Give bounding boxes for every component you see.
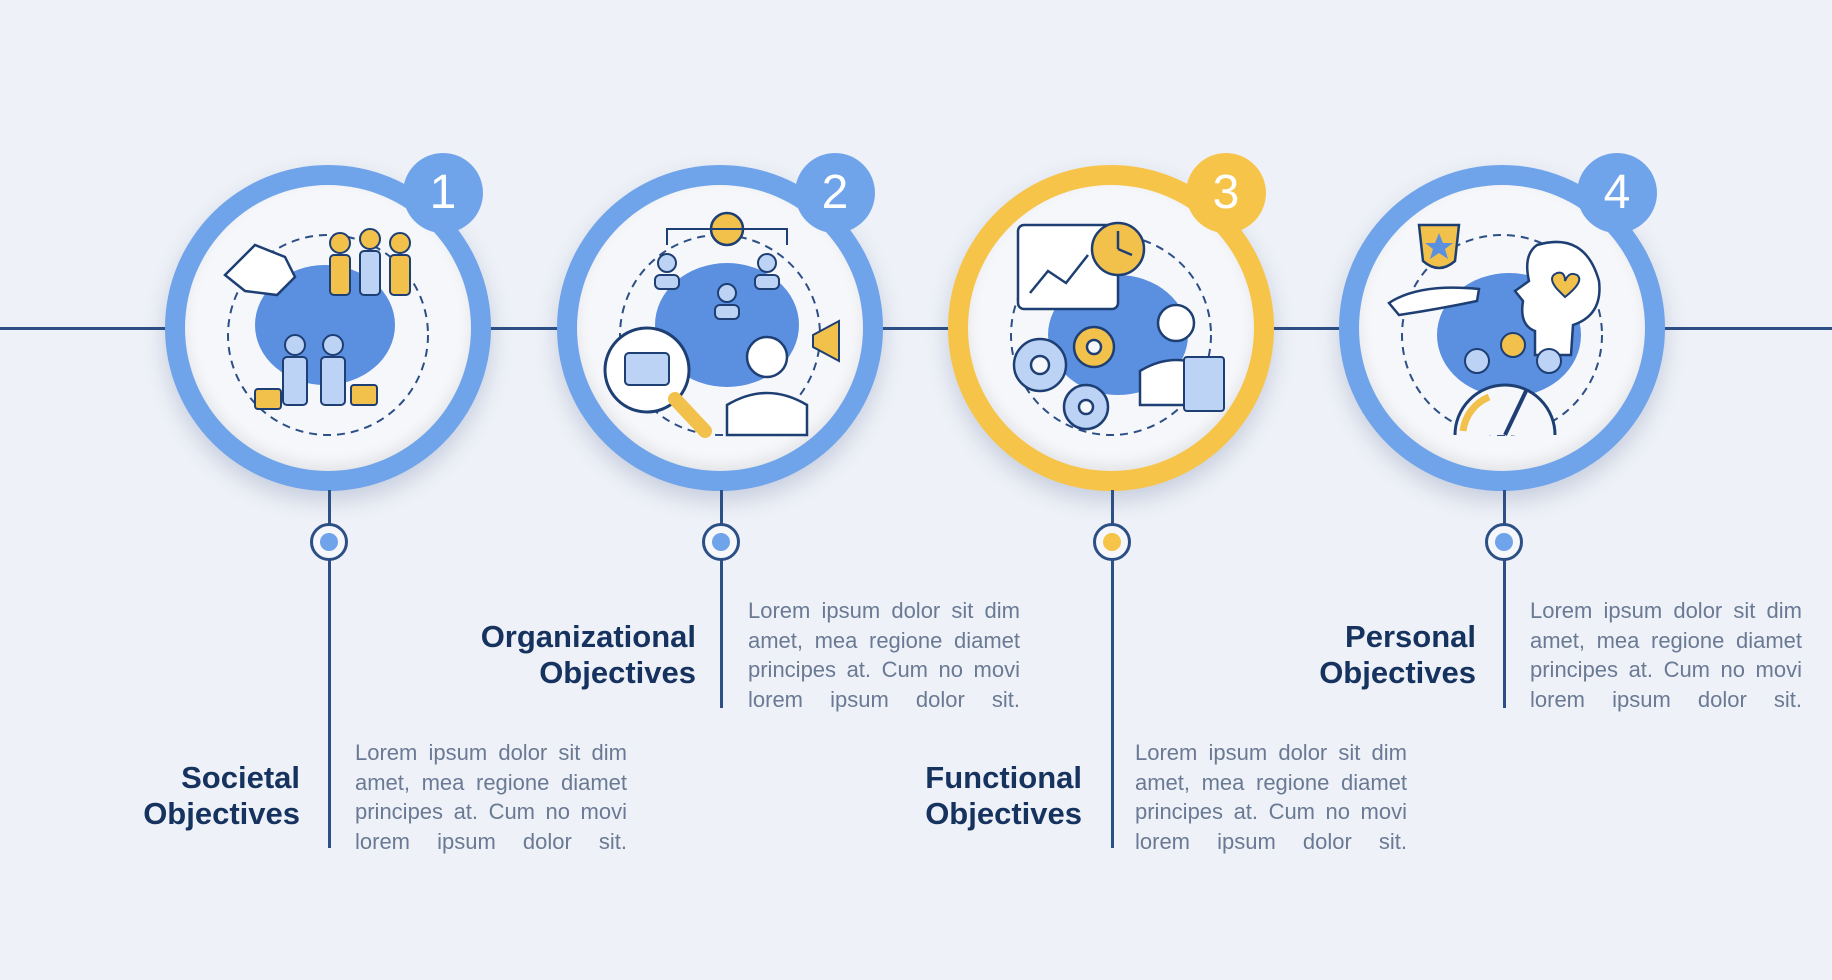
step-4-description: Lorem ipsum dolor sit dim amet, mea regi… [1530, 598, 1802, 712]
step-4-node [1485, 523, 1523, 561]
step-3-description: Lorem ipsum dolor sit dim amet, mea regi… [1135, 740, 1407, 854]
step-3-node [1093, 523, 1131, 561]
step-2-description: Lorem ipsum dolor sit dim amet, mea regi… [748, 598, 1020, 712]
org-structure-icon [603, 211, 840, 438]
step-4-number-badge: 4 [1577, 153, 1657, 233]
step-2-circle: 2 [557, 153, 883, 491]
step-1-number-badge: 1 [403, 153, 483, 233]
step-3-stem [1111, 490, 1114, 848]
step-1-description: Lorem ipsum dolor sit dim amet, mea regi… [355, 740, 627, 854]
step-2-title: Organizational Objectives [480, 619, 696, 690]
step-4-stem [1503, 490, 1506, 708]
personal-growth-icon [1387, 223, 1603, 436]
step-1-stem [328, 490, 331, 848]
step-2-number-badge: 2 [795, 153, 875, 233]
step-4-circle: 4 [1339, 153, 1665, 491]
step-3-number-badge: 3 [1186, 153, 1266, 233]
step-3-circle: 3 [948, 153, 1274, 491]
gears-analytics-icon [1010, 221, 1225, 436]
step-2-stem [720, 490, 723, 708]
step-3-title: Functional Objectives [925, 760, 1082, 831]
step-4-title: Personal Objectives [1319, 619, 1476, 690]
step-1-circle: 1 [165, 153, 491, 491]
step-1-title: Societal Objectives [143, 760, 300, 831]
step-1-node [310, 523, 348, 561]
teamwork-handshake-icon [223, 228, 429, 436]
timeline-line [0, 327, 1832, 330]
step-2-node [702, 523, 740, 561]
